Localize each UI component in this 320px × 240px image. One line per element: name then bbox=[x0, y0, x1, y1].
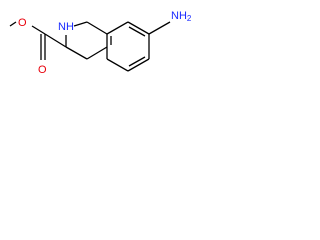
bond-ether-carbonyl bbox=[31, 25, 46, 35]
carbonyl-oxygen-label: O bbox=[38, 64, 47, 76]
bond-c3-c4 bbox=[65, 46, 88, 60]
bond-c4-c4a bbox=[86, 46, 108, 60]
amino-subscript: 2 bbox=[187, 14, 192, 23]
amino-group-text: NH bbox=[171, 10, 187, 22]
chemical-structure-diagram: O O NH NH2 bbox=[9, 10, 192, 76]
ring-amine-label: NH bbox=[58, 21, 74, 33]
bond-c6-c5-inner bbox=[128, 56, 146, 67]
bond-c5-c4a bbox=[106, 58, 129, 72]
bond-carbonyl-c3 bbox=[44, 33, 67, 48]
amino-group-label: NH2 bbox=[171, 10, 192, 23]
bond-nh-c1 bbox=[73, 21, 88, 27]
bond-c1-c8a bbox=[86, 21, 108, 35]
bond-c6-c5 bbox=[127, 58, 150, 72]
methoxy-oxygen-label: O bbox=[18, 17, 27, 29]
bond-c8a-c8 bbox=[106, 21, 129, 35]
bond-methyl-ether bbox=[9, 21, 17, 27]
bond-c8-c7-inner bbox=[128, 26, 146, 37]
bond-c8-c7 bbox=[127, 21, 150, 35]
bond-c7-amino bbox=[148, 21, 171, 35]
